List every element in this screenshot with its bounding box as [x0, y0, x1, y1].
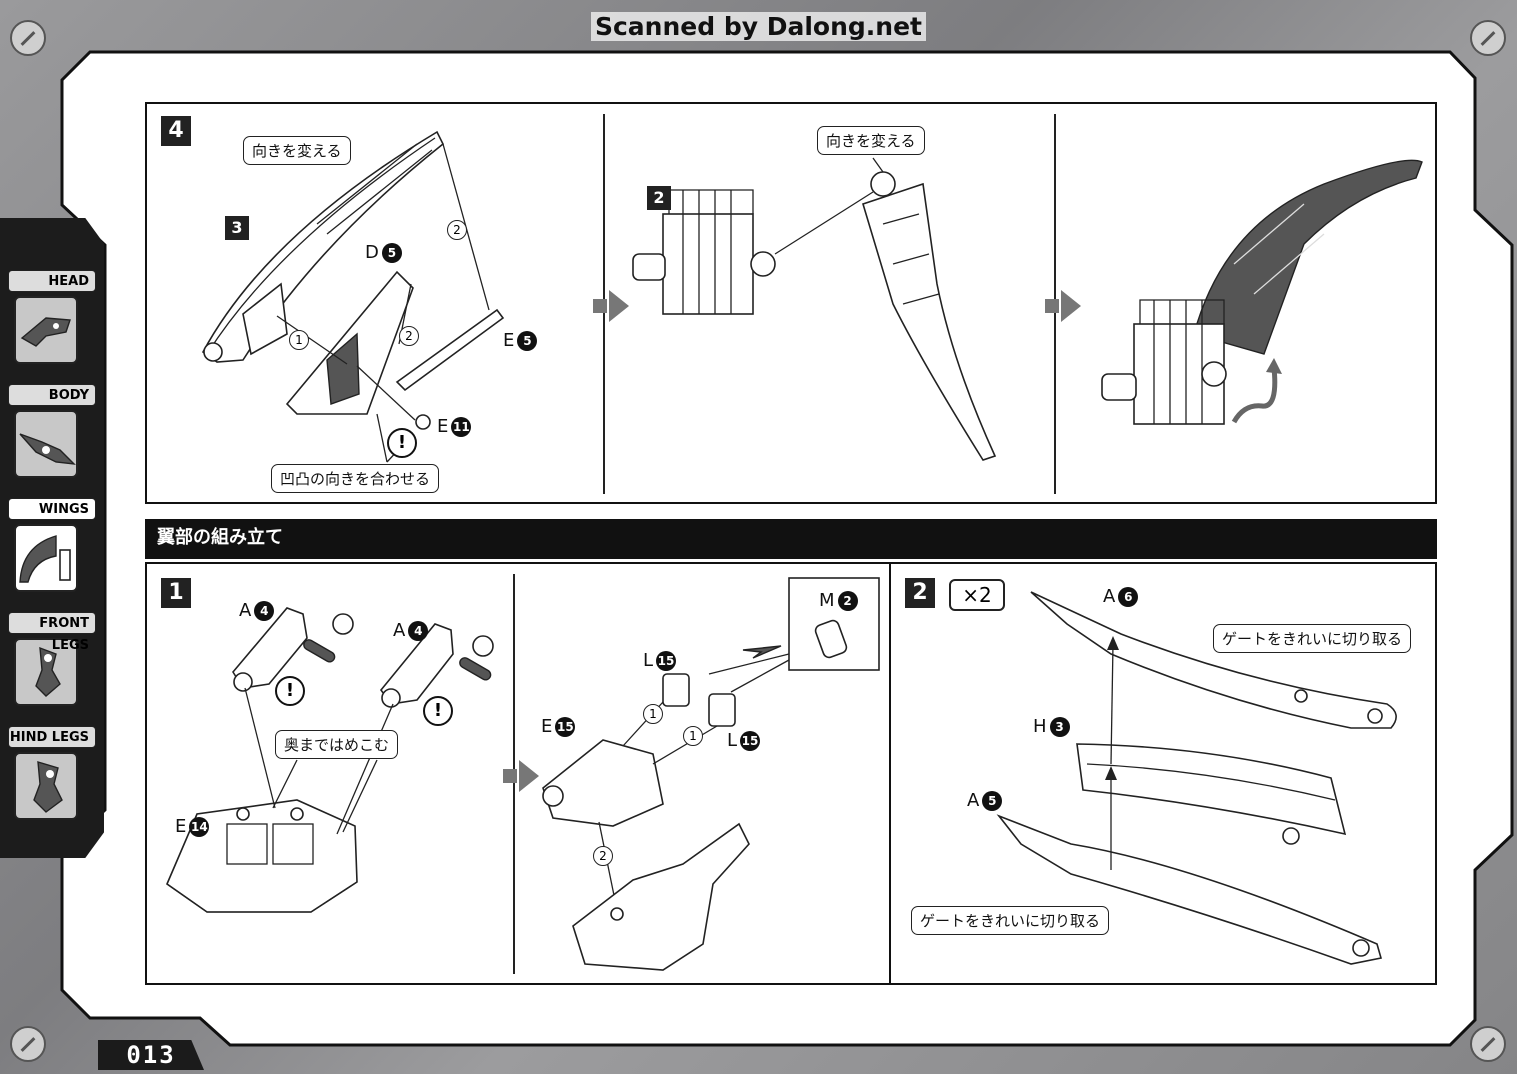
order-marker: 2	[399, 326, 419, 346]
callout-cut-gate: ゲートをきれいに切り取る	[911, 906, 1110, 935]
head-icon	[14, 296, 78, 364]
corner-screw-icon	[10, 1026, 46, 1062]
nav-label: WINGS	[8, 498, 96, 520]
nav-item-hind-legs[interactable]: HIND LEGS	[8, 726, 96, 820]
callout-cut-gate: ゲートをきれいに切り取る	[1213, 624, 1412, 653]
corner-screw-icon	[1470, 1026, 1506, 1062]
step-4b-diagram	[632, 157, 997, 461]
body-icon	[14, 410, 78, 478]
section-nav: HEAD BODY WINGS FRONT LEGS HIND LEGS	[0, 218, 104, 858]
order-marker: 1	[683, 726, 703, 746]
callout-align-bumps: 凹凸の向きを合わせる	[271, 464, 440, 493]
warning-icon: !	[423, 696, 453, 726]
nav-label: HIND LEGS	[8, 726, 96, 748]
step-number: 1	[161, 578, 191, 608]
next-step-arrow-icon	[503, 760, 539, 792]
callout-change-direction: 向きを変える	[817, 126, 925, 155]
callout-change-direction: 向きを変える	[243, 136, 351, 165]
nav-item-front-legs[interactable]: FRONT LEGS	[8, 612, 96, 706]
wings-step-1b-diagram	[542, 577, 880, 971]
nav-item-body[interactable]: BODY	[8, 384, 96, 478]
nav-item-head[interactable]: HEAD	[8, 270, 96, 364]
hind-legs-icon	[14, 752, 78, 820]
step-number: 2	[905, 578, 935, 608]
order-marker: 1	[289, 330, 309, 350]
nav-item-wings[interactable]: WINGS	[8, 498, 96, 592]
step-number: 4	[161, 116, 191, 146]
warning-icon: !	[387, 428, 417, 458]
order-marker: 1	[643, 704, 663, 724]
step-4a-diagram	[201, 130, 505, 463]
order-marker: 2	[447, 220, 467, 240]
wings-icon	[14, 524, 78, 592]
multiplier-badge: ×2	[949, 579, 1005, 611]
nav-label: BODY	[8, 384, 96, 406]
nav-label: FRONT LEGS	[8, 612, 96, 653]
section-title-bar: 翼部の組み立て	[145, 519, 1437, 559]
wings-step-2-diagram	[996, 591, 1397, 965]
callout-push-fully: 奥まではめこむ	[275, 730, 399, 759]
watermark: Scanned by Dalong.net	[0, 12, 1517, 41]
order-marker: 2	[593, 846, 613, 866]
next-step-arrow-icon	[1045, 290, 1081, 322]
warning-icon: !	[275, 676, 305, 706]
corner-screw-icon	[1470, 20, 1506, 56]
sub-step-number: 3	[225, 216, 249, 240]
sub-step-number: 2	[647, 186, 671, 210]
page-number: 013	[98, 1040, 204, 1070]
step-4c-diagram	[1101, 159, 1423, 425]
nav-label: HEAD	[8, 270, 96, 292]
wings-step-1a-diagram	[166, 607, 494, 913]
next-step-arrow-icon	[593, 290, 629, 322]
corner-screw-icon	[10, 20, 46, 56]
front-legs-icon	[14, 638, 78, 706]
